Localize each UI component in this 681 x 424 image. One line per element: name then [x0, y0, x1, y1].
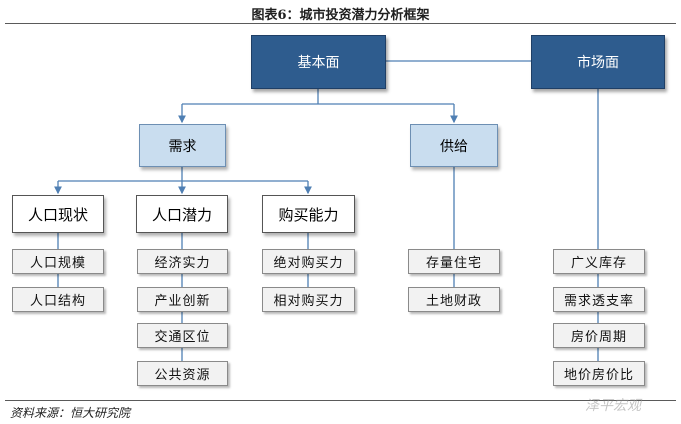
leaf-transport-location: 交通区位 — [137, 323, 228, 348]
leaf-population-structure: 人口结构 — [12, 287, 104, 312]
node-demand: 需求 — [139, 124, 226, 167]
leaf-price-cycle: 房价周期 — [553, 323, 645, 348]
node-fundamentals: 基本面 — [251, 35, 386, 89]
leaf-broad-inventory: 广义库存 — [553, 249, 645, 274]
leaf-land-finance: 土地财政 — [408, 287, 500, 312]
leaf-land-price-ratio: 地价房价比 — [553, 361, 645, 386]
bottom-rule — [5, 400, 676, 401]
top-rule — [5, 23, 676, 24]
leaf-population-scale: 人口规模 — [12, 249, 104, 274]
leaf-demand-overdraft-rate: 需求透支率 — [553, 287, 645, 312]
leaf-economic-strength: 经济实力 — [137, 249, 228, 274]
watermark: 泽平宏观 — [585, 398, 641, 414]
leaf-housing-inventory: 存量住宅 — [408, 249, 500, 274]
leaf-public-resources: 公共资源 — [137, 361, 228, 386]
node-population-potential: 人口潜力 — [136, 195, 228, 233]
leaf-relative-purchasing-power: 相对购买力 — [262, 287, 355, 312]
leaf-absolute-purchasing-power: 绝对购买力 — [262, 249, 355, 274]
leaf-industrial-innovation: 产业创新 — [137, 287, 228, 312]
node-purchasing-power: 购买能力 — [262, 195, 355, 233]
figure-title: 图表6：城市投资潜力分析框架 — [251, 8, 430, 23]
node-market: 市场面 — [531, 35, 665, 89]
node-supply: 供给 — [410, 124, 498, 167]
node-population-status: 人口现状 — [12, 195, 104, 233]
source-note: 资料来源：恒大研究院 — [10, 406, 131, 420]
